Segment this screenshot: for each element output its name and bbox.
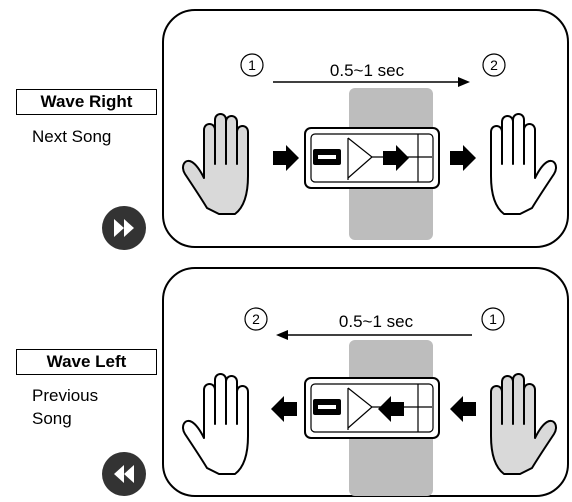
timing-label: 0.5~1 sec: [339, 312, 414, 331]
wave-right-description: Next Song: [32, 125, 111, 148]
wave-right-label: Wave Right: [16, 89, 157, 115]
panel-wave-right: 1 2 0.5~1 sec: [102, 9, 569, 250]
description-line: Next Song: [32, 127, 112, 146]
timing-arrow: [273, 77, 470, 87]
rewind-icon: [102, 452, 146, 496]
description-line: Song: [32, 409, 72, 428]
svg-text:1: 1: [489, 311, 497, 327]
svg-text:1: 1: [248, 57, 256, 73]
timing-arrow: [276, 330, 472, 340]
start-marker: 1: [481, 307, 505, 331]
svg-text:2: 2: [252, 311, 260, 327]
device-icon: [304, 127, 440, 189]
start-marker: 1: [240, 53, 264, 77]
device-icon: [304, 377, 440, 439]
panel-wave-left: 2 1 0.5~1 sec: [102, 267, 569, 497]
svg-text:2: 2: [490, 57, 498, 73]
end-marker: 2: [482, 53, 506, 77]
wave-left-description: Previous Song: [32, 384, 98, 430]
timing-label: 0.5~1 sec: [330, 61, 405, 80]
end-marker: 2: [244, 307, 268, 331]
description-line: Previous: [32, 386, 99, 405]
fast-forward-icon: [102, 206, 146, 250]
wave-left-label: Wave Left: [16, 349, 157, 375]
